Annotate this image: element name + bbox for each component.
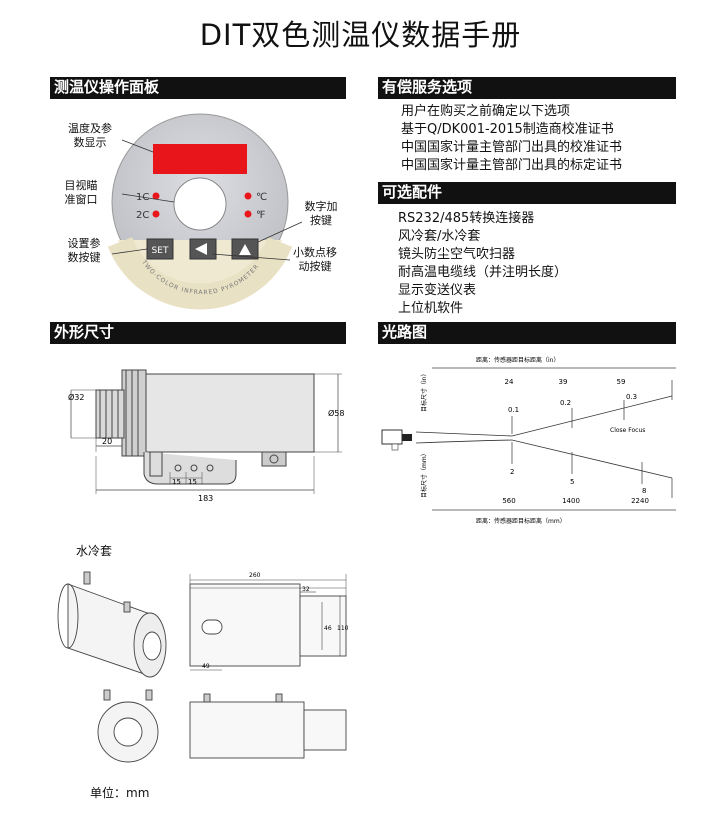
list-item: 用户在购买之前确定以下选项 [401,104,571,119]
celsius-label: ℃ [256,192,267,203]
water-jacket-label: 水冷套 [76,544,113,558]
dim-d58: Ø58 [328,408,344,418]
section-heading-accessories: 可选配件 [378,182,676,204]
top-tick: 39 [559,378,568,386]
list-item: RS232/485转换连接器 [398,211,535,226]
list-item: 显示变送仪表 [398,283,477,298]
size-mm: 5 [570,478,574,486]
bottom-axis-title: 距离：传感器距目标距离（mm） [476,517,566,525]
jacket-bottom-view [189,701,305,759]
section-heading-optical: 光路图 [378,322,676,344]
top-axis-title: 距离：传感器距目标距离（in） [476,356,559,364]
beam-upper [415,395,673,437]
led-2c [152,210,160,218]
dim-15b: 15 [188,478,197,486]
dim-15a: 15 [172,478,181,486]
dim-32: 32 [302,586,310,593]
size-mm: 2 [510,468,514,476]
top-tick: 24 [505,378,514,386]
label-aim-window: 目视瞄准窗口 [64,179,98,206]
sensor-body [143,373,315,453]
lens-front [95,389,125,439]
label-display: 温度及参数显示 [68,122,112,149]
left-arrow-icon [195,243,207,255]
set-key-label: SET [152,246,169,256]
bottom-tick: 1400 [562,497,580,505]
list-item: 耐高温电缆线（并注明长度） [398,265,568,280]
list-item: 中国国家计量主管部门出具的标定证书 [401,158,623,173]
leader-line [257,221,303,243]
dim-183: 183 [198,494,213,503]
size-mm: 8 [642,487,646,495]
leader-line [121,139,154,153]
leader-line [211,253,291,261]
led-1c [152,192,160,200]
operation-panel-diagram: 1C 2C ℃ ℉ SET TWO-COLOR INFRARED PYROMET… [107,113,303,310]
size-in: 0.1 [508,406,519,414]
dim-110: 110 [337,625,349,632]
section-heading-paid-service: 有偿服务选项 [378,77,676,99]
label-shift-key: 小数点移动按键 [293,246,337,273]
optical-path-diagram: 距离：传感器距目标距离（in） 距离：传感器距目标距离（mm） 目标尺寸（in）… [381,356,676,525]
dim-d32: Ø32 [68,392,84,402]
page-title: DIT双色测温仪数据手册 [199,18,522,52]
paid-service-list: 用户在购买之前确定以下选项 基于Q/DK001-2015制造商校准证书 中国国家… [401,103,622,175]
accessories-list: RS232/485转换连接器 风冷套/水冷套 镜头防尘空气吹扫器 耐高温电缆线（… [398,210,567,318]
led-celsius [244,192,252,200]
temperature-display [153,144,247,174]
dimension-drawing: Ø32 Ø58 20 15 15 183 [68,369,344,503]
label-increment-key: 数字加按键 [304,200,338,227]
cable-connector [261,451,287,467]
up-arrow-icon [239,244,251,255]
beam-lower [415,439,673,479]
top-tick: 59 [617,378,626,386]
unit-note: 单位：mm [90,786,150,800]
size-in: 0.2 [560,399,571,407]
mounting-bracket [143,452,237,485]
leader-line [111,248,148,255]
section-heading-dimensions: 外形尺寸 [50,322,346,344]
sensor-icon [381,429,403,445]
fahrenheit-label: ℉ [256,210,266,221]
list-item: 镜头防尘空气吹扫器 [398,247,516,262]
water-jacket-drawing: 260 32 46 110 49 [57,571,349,763]
dim-49: 49 [202,663,210,670]
dim-260: 260 [249,572,261,579]
list-item: 风冷套/水冷套 [398,229,481,244]
bottom-tick: 2240 [631,497,649,505]
y-label-bottom: 目标尺寸（mm） [420,450,428,498]
leader-line [121,193,175,203]
dim-46: 46 [324,625,332,632]
label-set-key: 设置参数按键 [67,237,101,264]
list-item: 上位机软件 [398,301,464,316]
dim-20: 20 [102,437,112,446]
y-label-top: 目标尺寸（in） [420,371,428,412]
aim-window [173,177,227,231]
list-item: 基于Q/DK001-2015制造商校准证书 [401,122,614,137]
mode-2c-label: 2C [136,210,149,221]
list-item: 中国国家计量主管部门出具的校准证书 [401,140,623,155]
section-heading-panel: 测温仪操作面板 [50,77,346,99]
bottom-tick: 560 [502,497,515,505]
led-fahrenheit [244,210,252,218]
close-focus-label: Close Focus [610,427,645,434]
size-in: 0.3 [626,393,637,401]
